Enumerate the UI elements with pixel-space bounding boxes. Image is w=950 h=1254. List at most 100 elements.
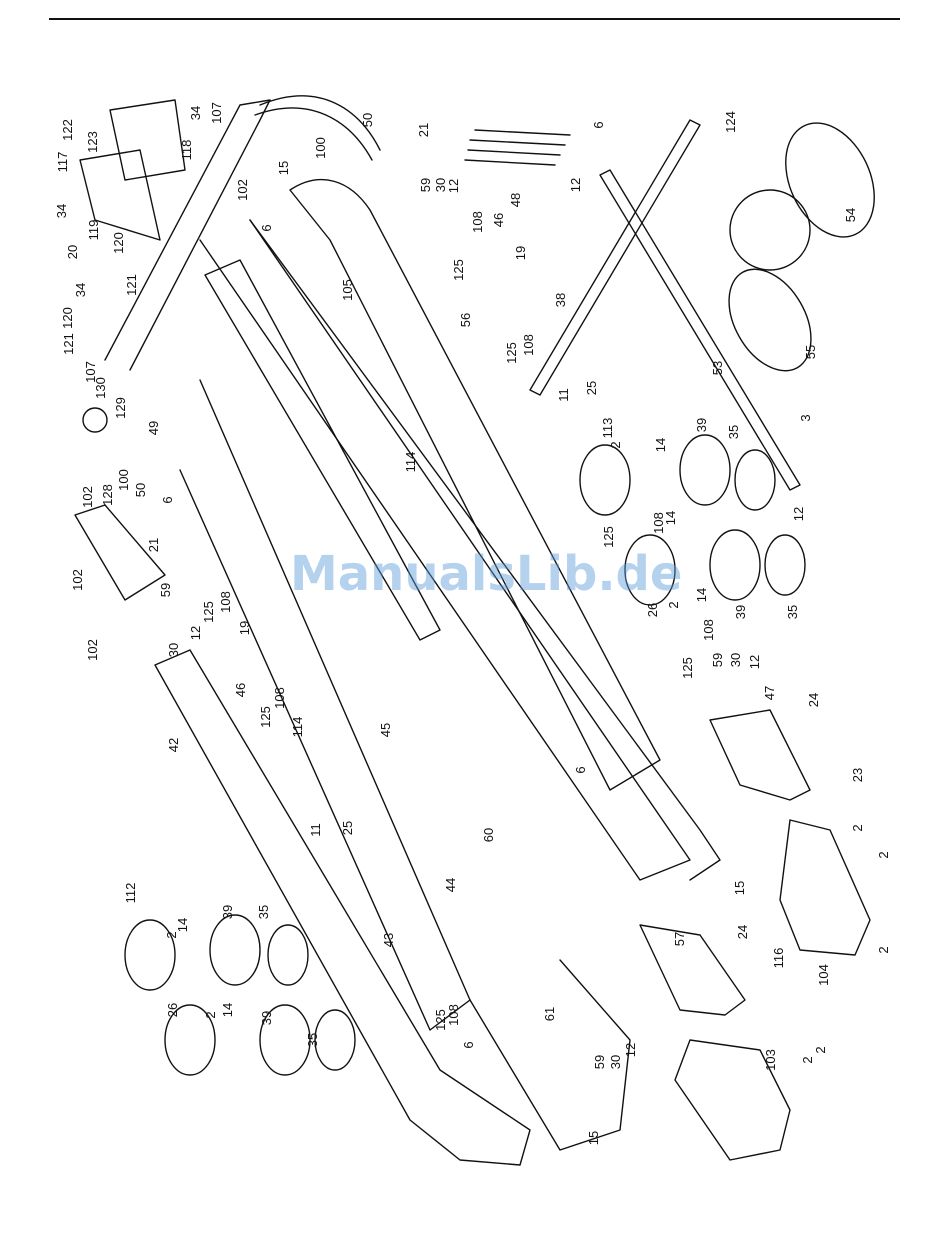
part-number-label: 102	[70, 569, 85, 591]
wheel-cover-112	[124, 919, 176, 991]
coil-130	[82, 407, 108, 433]
wheel-cover-26	[624, 534, 676, 606]
part-number-label: 55	[803, 345, 818, 359]
part-number-label: 30	[166, 643, 181, 657]
part-number-label: 2	[203, 1011, 218, 1018]
watermark: ManualsLib.de	[290, 546, 682, 602]
part-number-label: 15	[276, 161, 291, 175]
part-number-label: 108	[470, 211, 485, 233]
endcap-104	[779, 819, 871, 956]
part-number-label: 2	[850, 824, 865, 831]
endcap-103	[674, 1039, 791, 1161]
left-side-rail	[154, 649, 531, 1166]
front-roller	[599, 169, 801, 491]
part-number-label: 30	[728, 653, 743, 667]
wheel-39c	[209, 914, 261, 986]
part-number-label: 129	[113, 397, 128, 419]
right-side-rail	[204, 259, 441, 641]
part-number-label: 46	[233, 683, 248, 697]
part-number-label: 103	[763, 1049, 778, 1071]
part-number-label: 120	[111, 232, 126, 254]
part-number-label: 108	[272, 687, 287, 709]
part-number-label: 54	[843, 208, 858, 222]
part-number-label: 12	[568, 178, 583, 192]
part-number-label: 56	[458, 313, 473, 327]
part-number-label: 21	[146, 538, 161, 552]
part-number-label: 49	[146, 421, 161, 435]
wheel-cover-113	[579, 444, 631, 516]
drive-belt	[728, 268, 812, 372]
motor-hood	[289, 178, 661, 791]
part-number-label: 19	[513, 246, 528, 260]
part-number-label: 2	[800, 1056, 815, 1063]
wheel-39d	[259, 1004, 311, 1076]
part-number-label: 125	[451, 259, 466, 281]
part-number-label: 44	[443, 878, 458, 892]
part-number-label: 123	[85, 131, 100, 153]
part-number-label: 34	[188, 106, 203, 120]
part-number-label: 14	[653, 438, 668, 452]
flywheel	[785, 122, 875, 238]
deck-top-edge	[199, 219, 691, 881]
part-number-label: 100	[313, 137, 328, 159]
part-number-label: 3	[798, 414, 813, 421]
part-number-label: 53	[710, 361, 725, 375]
wheel-cap-35c	[267, 924, 309, 986]
part-number-label: 38	[553, 293, 568, 307]
part-number-label: 21	[416, 123, 431, 137]
part-number-label: 125	[433, 1009, 448, 1031]
part-number-label: 116	[771, 948, 786, 969]
part-number-label: 12	[791, 507, 806, 521]
part-number-label: 108	[218, 591, 233, 613]
part-number-label: 59	[592, 1055, 607, 1069]
part-number-label: 35	[256, 905, 271, 919]
part-number-label: 102	[235, 179, 250, 201]
part-number-label: 102	[85, 639, 100, 661]
part-number-label: 25	[584, 381, 599, 395]
part-number-label: 14	[694, 588, 709, 602]
part-number-label: 48	[508, 193, 523, 207]
part-number-label: 118	[179, 140, 194, 161]
upright-cables	[254, 95, 381, 161]
part-number-label: 43	[381, 933, 396, 947]
part-number-label: 114	[403, 452, 418, 473]
part-number-label: 25	[340, 821, 355, 835]
part-number-label: 2	[813, 1046, 828, 1053]
flywheel-ring	[729, 189, 811, 271]
part-number-label: 6	[461, 1041, 476, 1048]
part-number-label: 107	[83, 361, 98, 383]
part-number-label: 24	[806, 693, 821, 707]
wheel-cover-26b	[164, 1004, 216, 1076]
part-number-label: 26	[165, 1003, 180, 1017]
part-number-label: 30	[608, 1055, 623, 1069]
part-number-label: 6	[160, 496, 175, 503]
part-number-label: 121	[124, 274, 139, 296]
part-number-label: 39	[694, 418, 709, 432]
part-number-label: 23	[850, 768, 865, 782]
part-number-label: 117	[55, 152, 70, 173]
part-number-label: 34	[73, 283, 88, 297]
part-number-label: 125	[680, 657, 695, 679]
frame-left-rail	[199, 379, 631, 1151]
part-number-label: 107	[209, 102, 224, 124]
part-number-label: 46	[491, 213, 506, 227]
part-number-label: 35	[785, 605, 800, 619]
part-number-label: 57	[672, 932, 687, 946]
part-number-labels: 2222222223666661111121212121212141414141…	[54, 102, 891, 1145]
motor-box	[109, 99, 186, 181]
part-number-label: 2	[164, 931, 179, 938]
part-number-label: 20	[65, 245, 80, 259]
wheel-cap-35	[734, 449, 776, 511]
part-number-label: 2	[666, 601, 681, 608]
part-number-label: 50	[360, 113, 375, 127]
part-number-label: 60	[481, 828, 496, 842]
part-number-label: 11	[308, 823, 323, 837]
part-number-label: 11	[556, 388, 571, 402]
part-number-label: 45	[378, 723, 393, 737]
part-number-label: 19	[237, 621, 252, 635]
part-number-label: 34	[54, 204, 69, 218]
part-number-label: 2	[876, 946, 891, 953]
part-number-label: 122	[60, 119, 75, 141]
part-number-label: 113	[600, 418, 615, 439]
